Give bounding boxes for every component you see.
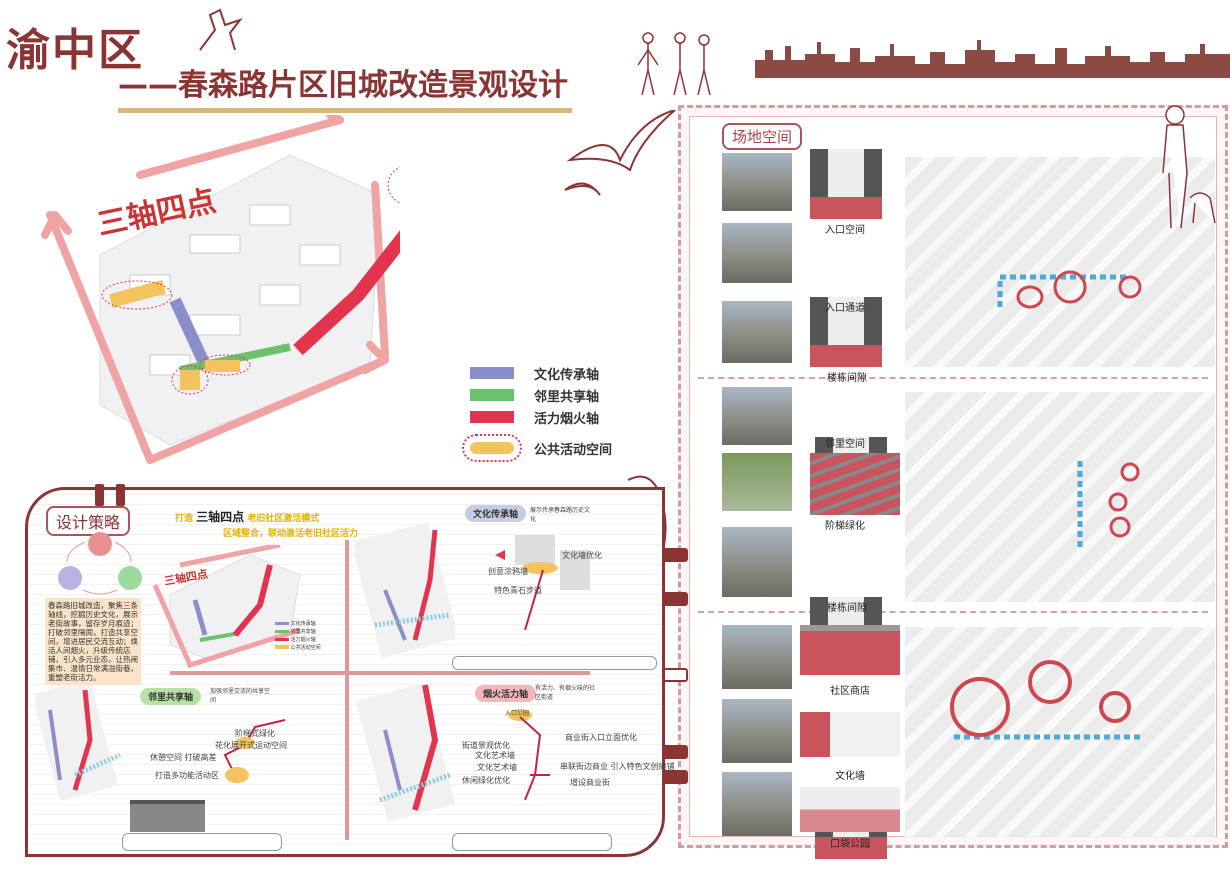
annotation: 休闲绿化优化 [462,776,510,785]
annotation: 增设商业街 [570,778,610,787]
neighborhood-axis-detail [223,719,286,783]
photo-entrance [722,153,792,211]
caption: 文化墙 [835,771,865,782]
caption: 入口空间 [825,225,865,236]
photo-pocket-park [722,772,792,836]
building-model [130,800,205,832]
vitality-axis-desc: 有活力、有烟火味的社区街道 [535,685,596,701]
vitality-axis-detail [508,709,550,801]
annotation: 文化艺术墙 [475,751,515,760]
mini-legend: 文化传承轴 邻里共享轴 活力烟火轴 公共活动空间 [275,620,321,652]
caption: 楼栋间隙 [827,373,867,384]
vitality-axis-note [452,833,612,851]
caption: 阶梯绿化 [825,521,865,532]
annotation: 特色青石步道 [494,586,542,595]
culture-axis-desc: 展示传承春森路历史文化 [530,507,591,523]
strategy-cycle-diagram [58,532,142,595]
divider-horizontal [170,671,590,675]
neighborhood-axis-line [179,343,291,374]
model-culture-wall [800,712,900,757]
site-space-title: 场地空间 [722,123,803,150]
neighborhood-axis-label: 邻里共享轴 [140,688,202,705]
route-highlight-2 [1077,457,1140,547]
culture-axis-detail [495,535,590,630]
legend-item-neighborhood: 邻里共享轴 [470,384,612,406]
model-community-shop [800,625,900,675]
strategy-title: 设计策略 [46,506,131,536]
neighborhood-axis-map [35,680,122,800]
caption: 口袋公园 [830,839,870,850]
binder-clip [660,770,688,784]
legend-item-culture: 文化传承轴 [470,362,612,384]
model-entrance-passage [810,297,882,367]
seagull-icon [564,110,676,196]
annotation: 创意涂鸦墙 [488,567,528,576]
annotation: 文化艺术墙 [477,763,517,772]
strategy-intro-text: 春森路旧城改造，聚焦三条轴线，挖掘历史文化，展示老街故事，留存岁月痕迹；打破邻里… [45,598,141,685]
legend-item-vitality: 活力烟火轴 [470,406,612,428]
three-axis-map: 三轴四点 [41,115,400,464]
binder-clip [660,548,688,562]
divider-vertical [345,540,349,840]
pedestrians-silhouette-icon [637,32,711,96]
site-space-panel: 场地空间 入口空间 入口通道 楼栋间隙 邻里空间 阶梯绿化 楼栋间隙 社区商店 … [678,105,1228,859]
vitality-axis-label: 烟火活力轴 [475,685,537,702]
neighborhood-axis-desc: 加强邻里交流的共享空间 [210,688,271,704]
photo-culture-wall [722,699,792,763]
annotation: 休憩空间 打破高差 [150,753,217,762]
site-map-1 [905,157,1215,367]
caption: 邻里空间 [825,439,865,450]
strategy-headline-line2: 区域整合，联动激活老旧社区活力 [223,529,359,539]
photo-entrance-passage [722,223,792,283]
annotation: 串联街边商业 引入特色文创摊铺 [560,762,675,771]
photo-stair-greening [722,453,792,511]
culture-axis-label: 文化传承轴 [465,505,527,522]
city-skyline-icon [755,40,1230,78]
culture-axis-map [355,521,455,659]
page-title: 渝中区 [6,25,144,76]
map-legend: 文化传承轴 邻里共享轴 活力烟火轴 公共活动空间 [462,362,612,462]
photo-neighborhood-space [722,387,792,445]
photo-building-gap-2 [722,527,792,597]
route-highlight-3 [950,660,1140,740]
binder-clip [660,592,688,606]
legend-item-public-space: 公共活动空间 [462,434,612,462]
strategy-headline: 打造 三轴四点 老旧社区激活模式 [175,510,320,524]
annotation: 商业街入口立面优化 [565,733,637,742]
caption: 社区商店 [830,686,870,697]
caption: 入口通道 [825,303,865,314]
photo-building-gap [722,301,792,363]
annotation: 花化展开式运动空间 [215,741,287,750]
annotation: 文化墙优化 [562,551,602,560]
annotation: 打造多功能活动区 [155,771,219,780]
photo-community-shop [722,625,792,689]
annotation: 阶梯式绿化 [235,729,275,738]
vitality-axis-line [293,230,400,356]
site-map-2 [905,392,1215,602]
dancer-silhouette-icon [199,8,243,51]
annotation: 街道景观优化 [462,741,510,750]
vitality-axis-map [355,682,455,822]
culture-axis-note [452,656,657,670]
site-map-3 [905,627,1215,837]
neighborhood-axis-note [122,833,282,851]
model-pocket-park [800,787,900,832]
binder-clip [660,745,688,759]
annotation: 入口公园 [505,710,530,717]
route-highlight-1 [997,270,1142,309]
woman-with-dog-icon [1162,105,1216,229]
model-stair-greening [810,453,900,515]
mini-three-axis-map: 三轴四点 [152,545,301,669]
model-entrance [810,149,882,219]
caption: 楼栋间隙 [827,603,867,614]
culture-axis-line [169,297,211,368]
page-subtitle: ——春森路片区旧城改造景观设计 [118,60,572,113]
